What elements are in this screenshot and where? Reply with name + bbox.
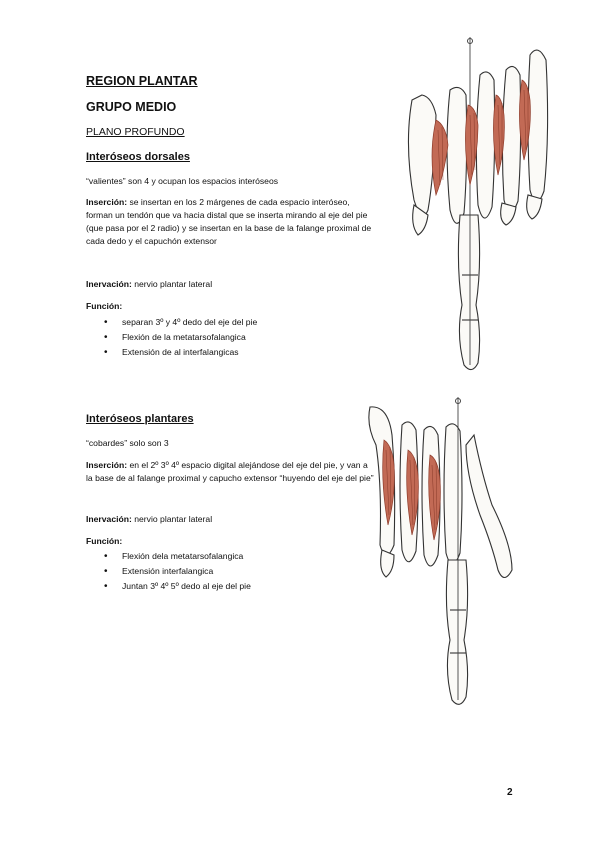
muscle-shape: [382, 439, 395, 526]
dorsal-inervacion-text: nervio plantar lateral: [131, 279, 213, 289]
muscle-shape: [465, 104, 479, 186]
plantar-section-title: Interóseos plantares: [86, 413, 194, 425]
list-item: Flexión de la metatarsofalangica: [100, 330, 257, 345]
plantar-insercion: Inserción: en el 2º 3º 4º espacio digita…: [86, 459, 374, 485]
page-number: 2: [507, 787, 513, 798]
phalanx-bone: [412, 204, 429, 236]
plantar-insercion-label: Inserción:: [86, 460, 128, 470]
muscle-shape: [428, 454, 441, 541]
dorsal-intro: “valientes” son 4 y ocupan los espacios …: [86, 176, 279, 186]
metatarsal-bone: [443, 423, 463, 565]
list-item: Extensión interfalangica: [100, 564, 251, 579]
metatarsal-bone: [407, 94, 437, 217]
dorsal-section-title: Interóseos dorsales: [86, 151, 190, 163]
dorsal-inervacion: Inervación: nervio plantar lateral: [86, 278, 374, 291]
metatarsal-bone: [446, 86, 468, 224]
dorsal-insercion: Inserción: se insertan en los 2 márgenes…: [86, 196, 374, 248]
axis-marker: [455, 398, 461, 404]
dorsal-insercion-label: Inserción:: [86, 197, 128, 207]
dorsal-inervacion-label: Inervación:: [86, 279, 132, 289]
plantar-inervacion-text: nervio plantar lateral: [131, 514, 213, 524]
plantar-inervacion-label: Inervación:: [86, 514, 132, 524]
list-item: Juntan 3º 4º 5º dedo al eje del pie: [100, 579, 251, 594]
central-toe-bone: [445, 559, 469, 705]
metatarsal-bone: [475, 71, 496, 219]
dorsal-funcion-list: separan 3º y 4º dedo del eje del pie Fle…: [100, 315, 257, 360]
plantar-intro: “cobardes” solo son 3: [86, 438, 169, 448]
phalanx-bone: [500, 202, 517, 226]
phalanx-bone: [380, 549, 395, 578]
list-item: separan 3º y 4º dedo del eje del pie: [100, 315, 257, 330]
plane-title: PLANO PROFUNDO: [86, 126, 185, 138]
plantar-funcion-list: Flexión dela metatarsofalangica Extensió…: [100, 549, 251, 594]
dorsal-funcion-label: Función:: [86, 301, 123, 311]
metatarsal-bone: [501, 65, 522, 213]
metatarsal-bone: [465, 433, 513, 579]
plantar-inervacion: Inervación: nervio plantar lateral: [86, 513, 374, 526]
group-title: GRUPO MEDIO: [86, 100, 177, 114]
phalanx-bone: [526, 194, 543, 220]
muscle-shape: [431, 119, 449, 197]
dorsal-insercion-text: se insertan en los 2 márgenes de cada es…: [86, 197, 372, 246]
axis-marker: [467, 38, 473, 44]
region-title: REGION PLANTAR: [86, 74, 198, 88]
list-item: Flexión dela metatarsofalangica: [100, 549, 251, 564]
metatarsal-bone: [527, 49, 549, 203]
plantar-funcion-label: Función:: [86, 536, 123, 546]
dorsal-interossei-illustration: [407, 37, 549, 371]
muscle-shape: [406, 449, 419, 536]
plantar-insercion-text: en el 2º 3º 4º espacio digital alejándos…: [86, 460, 374, 483]
plantar-interossei-illustration: [368, 397, 513, 705]
central-toe-bone: [457, 214, 481, 371]
list-item: Extensión de al interfalangicas: [100, 345, 257, 360]
